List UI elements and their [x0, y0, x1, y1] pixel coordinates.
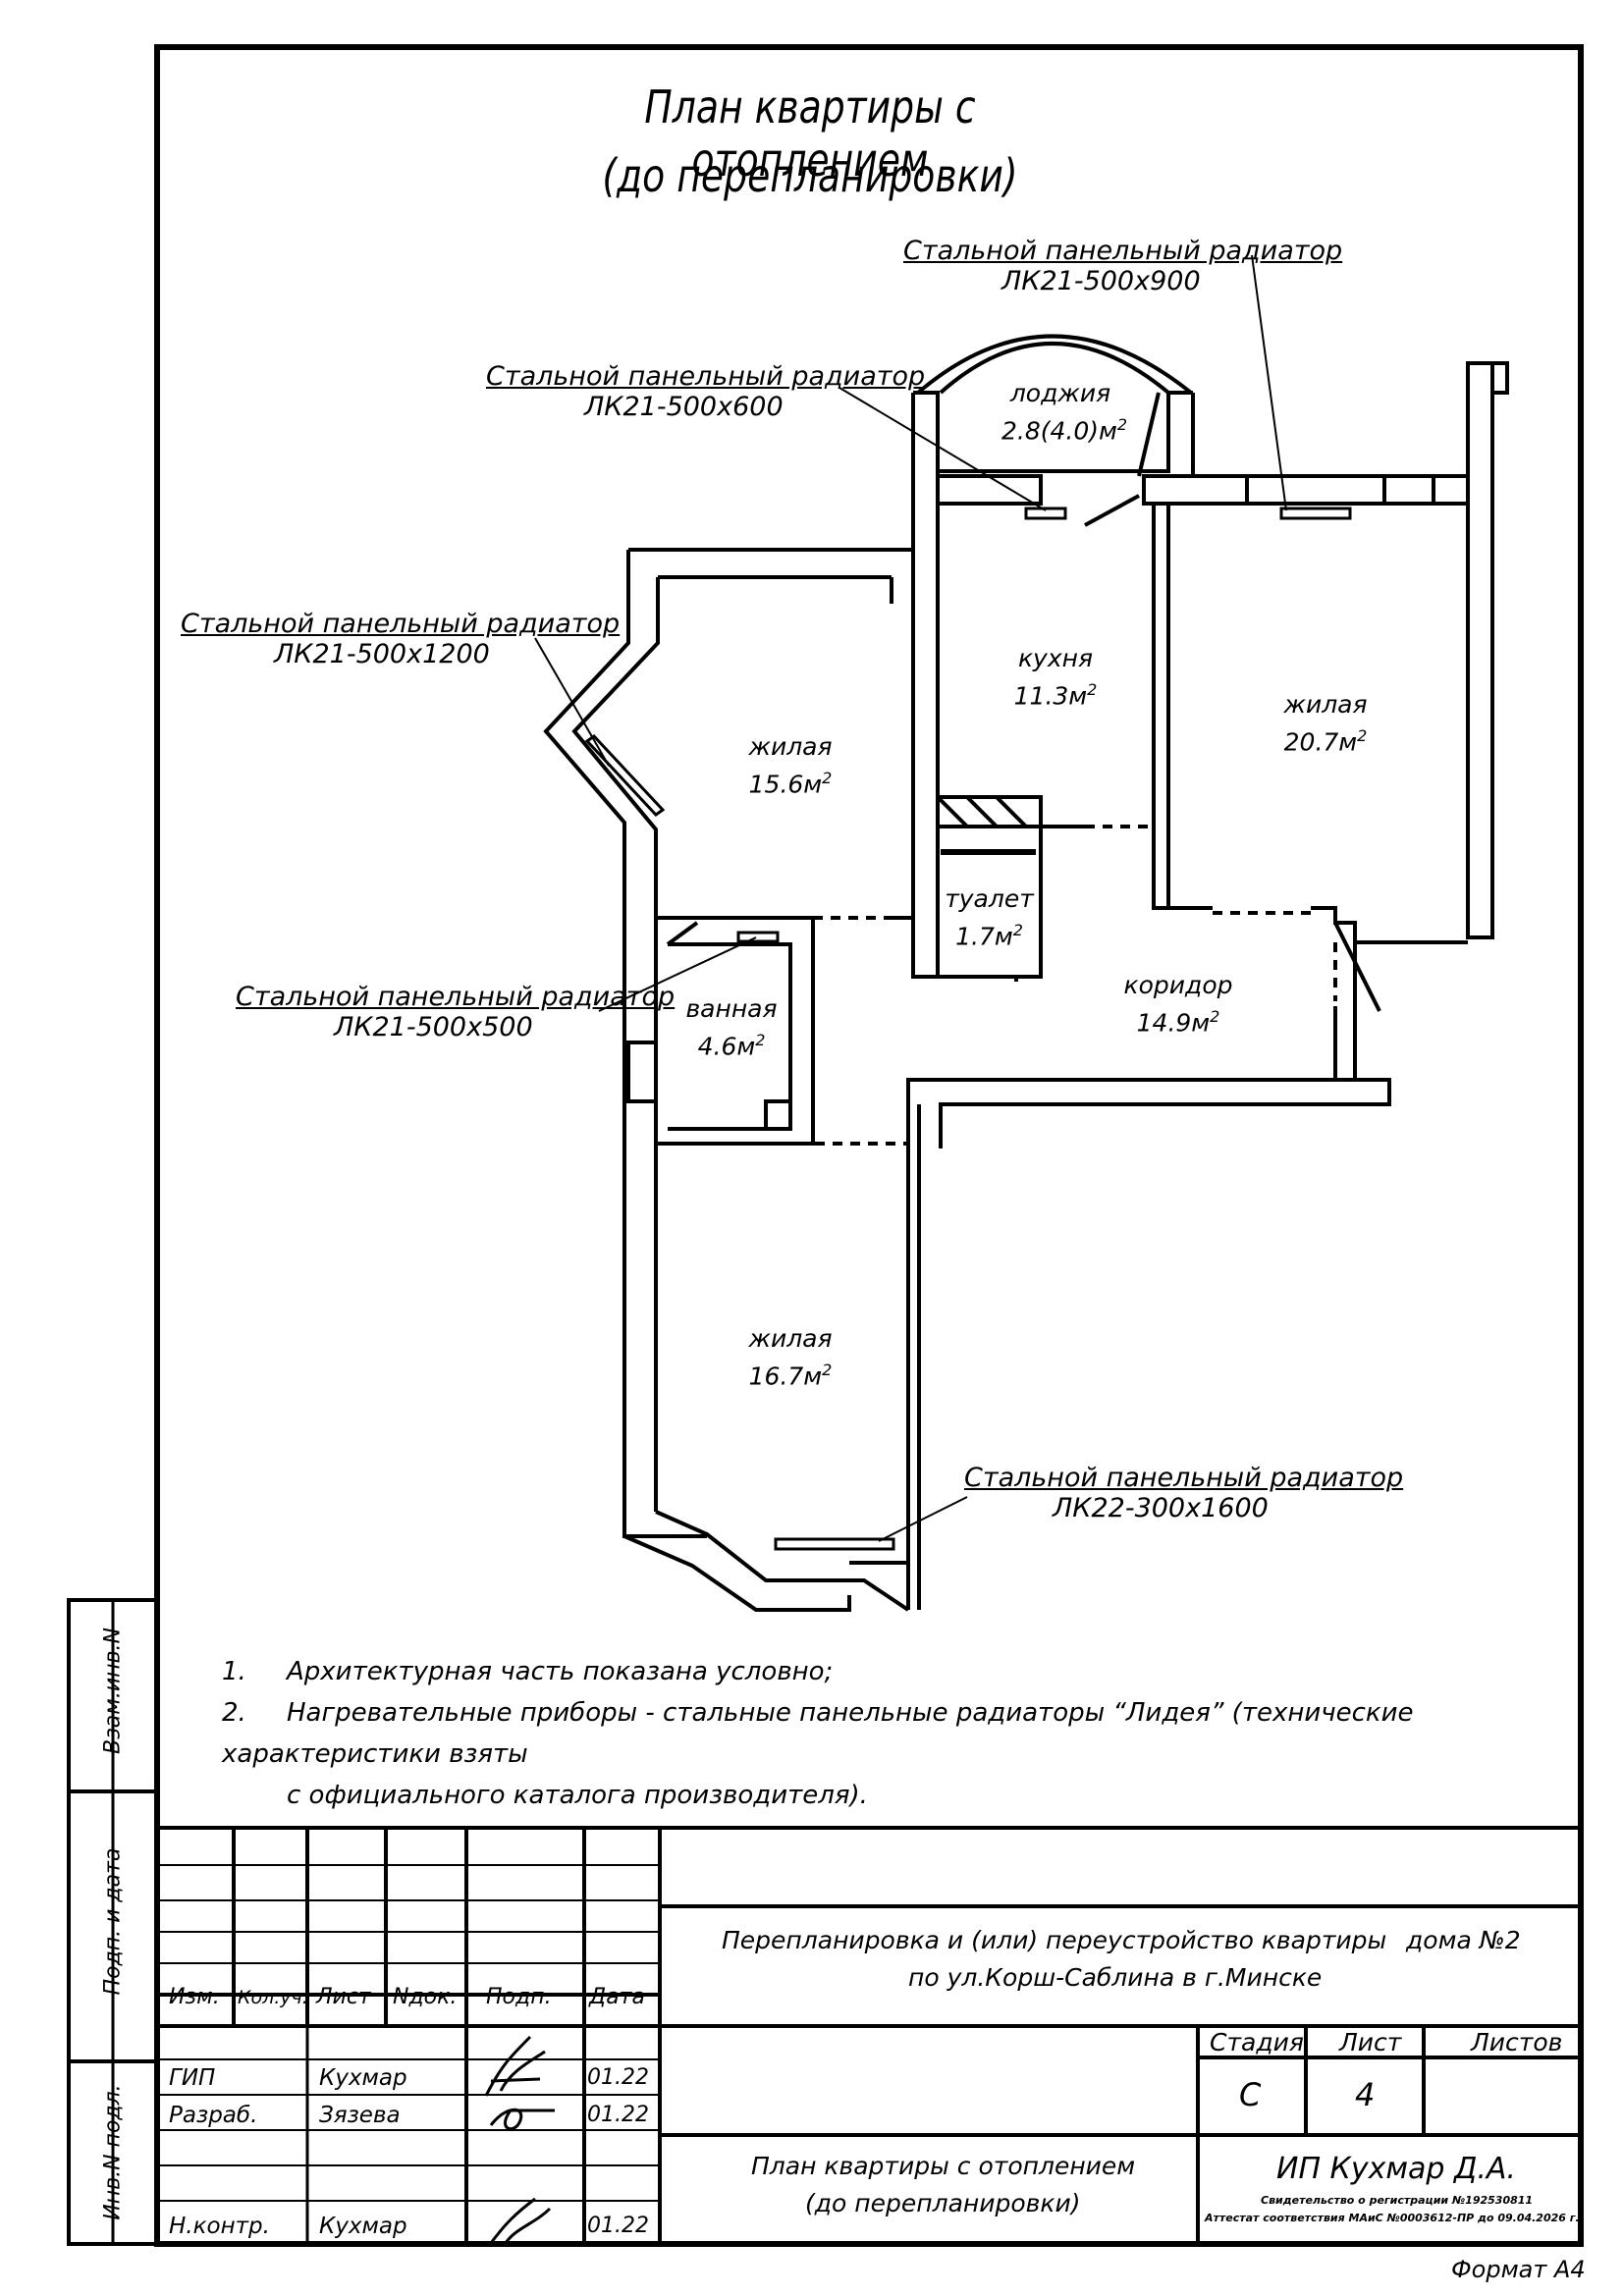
- side-stamp-podp-data: Подп. и дата: [100, 1847, 126, 1996]
- room-kitchen: кухня 11.3м2: [1013, 644, 1098, 711]
- tb-stage-value: С: [1239, 2076, 1262, 2113]
- notes-list: 1.Архитектурная часть показана условно; …: [222, 1651, 1623, 1816]
- signature-drawings: [484, 2035, 555, 2244]
- tb-role-nkontr: Н.контр.: [169, 2214, 270, 2239]
- room-living-bottom: жилая 16.7м2: [748, 1324, 833, 1391]
- tb-header-podp: Подп.: [486, 1985, 552, 2009]
- radiator-label-4: Стальной панельный радиатор ЛК21-500х500: [236, 982, 676, 1042]
- radiator-label-2: Стальной панельный радиатор ЛК21-500х600: [486, 361, 926, 422]
- tb-header-data: Дата: [589, 1985, 645, 2009]
- page-title: План квартиры с отоплением: [644, 80, 976, 187]
- room-loggia: лоджия 2.8(4.0)м2: [1001, 379, 1128, 446]
- room-living-right: жилая 20.7м2: [1283, 690, 1368, 757]
- radiator-living-right: [1279, 507, 1352, 520]
- tb-cert2: Аттестат соответствия МАиС №0003612-ПР д…: [1205, 2212, 1580, 2224]
- tb-drawing-title2: (до перепланировки): [805, 2189, 1081, 2217]
- room-corridor: коридор 14.9м2: [1123, 971, 1233, 1038]
- tb-header-list: Лист: [316, 1985, 371, 2009]
- page-subtitle: (до перепланировки): [602, 149, 1018, 202]
- tb-sheets-label: Листов: [1471, 2028, 1563, 2056]
- wall-central: [906, 1078, 1391, 1610]
- radiator-kitchen: [1024, 507, 1067, 520]
- wall-bay-outer: [623, 1534, 851, 1612]
- tb-name-nkontr: Кухмар: [319, 2214, 407, 2239]
- room-bathroom: ванная 4.6м2: [685, 994, 778, 1061]
- tb-role-razrab: Разраб.: [169, 2103, 258, 2128]
- leader-lines: [534, 254, 1287, 1542]
- radiator-label-3: Стальной панельный радиатор ЛК21-500х120…: [181, 609, 621, 669]
- room-living-left: жилая 15.6м2: [748, 732, 833, 799]
- tb-date-nkontr: 01.22: [587, 2214, 649, 2238]
- wall-left-outer: [543, 550, 707, 1538]
- format-label: Формат А4: [1451, 2256, 1586, 2283]
- tb-header-kolch: Кол.уч.: [238, 1987, 308, 2008]
- tb-date-gip: 01.22: [587, 2065, 649, 2090]
- radiator-bathroom: [736, 931, 780, 943]
- tb-header-ndok: Nдок.: [393, 1985, 458, 2009]
- tb-name-razrab: Зязева: [319, 2103, 401, 2128]
- radiator-living-bottom: [774, 1537, 895, 1551]
- radiator-label-1: Стальной панельный радиатор ЛК21-500х900: [903, 236, 1343, 296]
- tb-stage-label: Стадия: [1210, 2028, 1304, 2056]
- note-2: 2.Нагревательные приборы - стальные пане…: [222, 1698, 1414, 1769]
- floor-plan: [543, 334, 1509, 1612]
- side-stamp: [67, 1598, 159, 2246]
- drawing-frame: [154, 44, 1584, 2247]
- tb-date-razrab: 01.22: [587, 2103, 649, 2127]
- room-toilet: туалет 1.7м2: [945, 884, 1034, 951]
- side-stamp-inv-podl: Инв.N подл.: [100, 2084, 126, 2220]
- tb-cert1: Свидетельство о регистрации №192530811: [1261, 2194, 1534, 2207]
- tb-company: ИП Кухмар Д.А.: [1276, 2152, 1516, 2186]
- radiator-living-left: [584, 734, 666, 817]
- tb-name-gip: Кухмар: [319, 2065, 407, 2091]
- side-stamp-inv-vzam: Взам.инв.N: [100, 1628, 126, 1754]
- radiator-label-5: Стальной панельный радиатор ЛК22-300х160…: [964, 1463, 1404, 1523]
- title-block-grid: [157, 1826, 1581, 2244]
- tb-drawing-title1: План квартиры с отоплением: [751, 2152, 1136, 2180]
- tb-project-line2: по ул.Корш-Саблина в г.Минске: [908, 1963, 1323, 1992]
- wall-bay-inner: [655, 1510, 910, 1612]
- radiators-symbols: [584, 507, 1352, 1551]
- tb-sheet-value: 4: [1355, 2076, 1376, 2113]
- tb-sheet-label: Лист: [1339, 2028, 1402, 2056]
- note-1: 1.Архитектурная часть показана условно;: [222, 1657, 834, 1686]
- tb-role-gip: ГИП: [169, 2065, 216, 2091]
- note-3: с официального каталога производителя).: [287, 1781, 868, 1810]
- tb-project-line1: Перепланировка и (или) переустройство кв…: [722, 1926, 1387, 1954]
- tb-header-izm: Изм.: [169, 1985, 220, 2009]
- tb-project-house: дома №2: [1406, 1926, 1521, 1954]
